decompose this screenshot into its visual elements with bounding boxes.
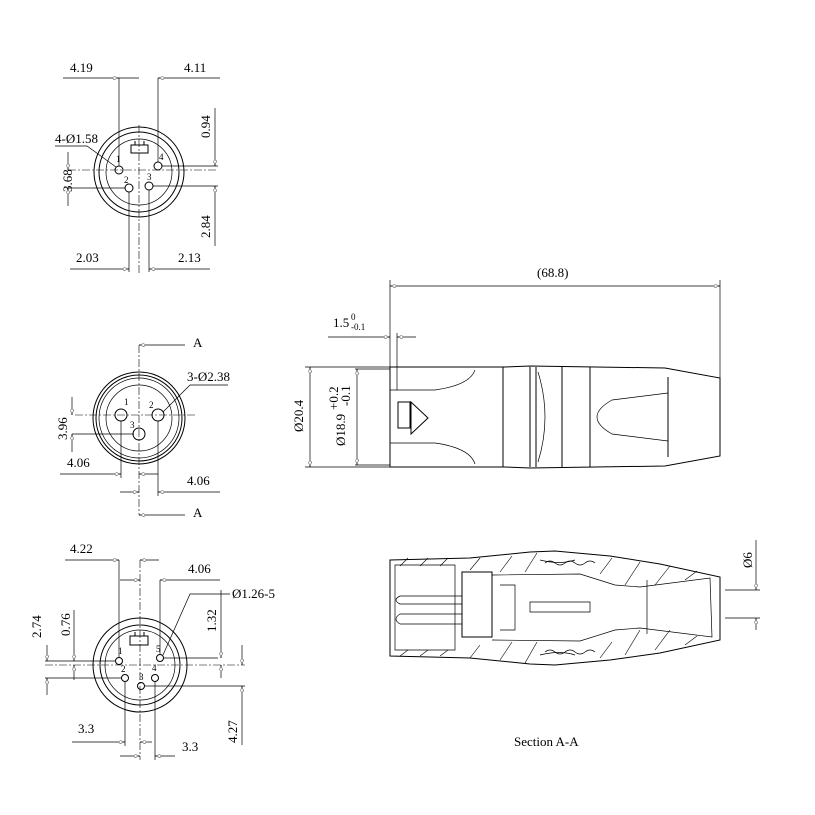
section-view: Ø6 Section A-A xyxy=(389,540,760,749)
pin-hole xyxy=(137,682,145,690)
view-3pin: 1 2 3 A A 3-Ø2.38 3.96 4.06 4.06 xyxy=(55,335,230,520)
dim-label: 4.11 xyxy=(184,60,206,75)
dim-label: 2.84 xyxy=(198,215,213,238)
view-4pin: 1 2 3 4 4.19 4.11 4-Ø1.58 3.68 0.94 2.84 xyxy=(55,60,220,275)
tolerance-lower: -0.1 xyxy=(338,385,353,406)
dim-label: 3.68 xyxy=(60,169,75,192)
pin-label: 1 xyxy=(116,154,121,164)
pin-hole xyxy=(121,674,129,682)
pin-label: 1 xyxy=(118,646,123,656)
section-mark: A xyxy=(193,505,203,520)
pin-label: 4 xyxy=(152,663,157,673)
dim-label: 1.32 xyxy=(204,609,219,632)
inner-diameter-dim: Ø18.9 xyxy=(333,414,348,446)
dim-label: 3.96 xyxy=(55,417,70,440)
key-slot xyxy=(129,635,149,646)
pin-hole xyxy=(144,181,154,191)
dim-label: 1.5 xyxy=(333,315,349,330)
dim-label: 4.06 xyxy=(67,455,90,470)
dim-label: 4.06 xyxy=(187,473,210,488)
tolerance-upper: 0 xyxy=(351,312,356,322)
dim-label: 4.06 xyxy=(188,561,211,576)
hole-callout: 4-Ø1.58 xyxy=(55,131,98,146)
pin-hole xyxy=(156,654,164,662)
dim-label: 0.94 xyxy=(198,115,213,138)
pin-label: 2 xyxy=(149,400,154,410)
tolerance-upper: +0.2 xyxy=(326,386,341,410)
pin-label: 2 xyxy=(121,664,126,674)
pin-label: 1 xyxy=(124,397,129,407)
hole-callout: Ø1.26-5 xyxy=(232,586,275,601)
pin-hole xyxy=(153,161,163,171)
dim-label: 2.13 xyxy=(178,250,201,265)
dim-label: 3.3 xyxy=(182,739,198,754)
pin-label: 2 xyxy=(124,175,129,185)
cable-diameter-dim: Ø6 xyxy=(740,552,755,568)
pin-hole xyxy=(124,183,134,193)
hole-callout: 3-Ø2.38 xyxy=(187,369,230,384)
pin-label: 3 xyxy=(147,172,152,182)
side-view: (68.8) 1.5 0 -0.1 Ø20.4 Ø18.9 +0.2 -0.1 xyxy=(291,265,721,469)
pin-hole xyxy=(151,674,159,682)
dim-label: 4.27 xyxy=(225,720,240,743)
dim-label: 4.19 xyxy=(70,60,93,75)
section-mark: A xyxy=(193,335,203,350)
pin-label: 5 xyxy=(156,644,161,654)
section-caption: Section A-A xyxy=(514,734,579,749)
dim-label: 2.03 xyxy=(76,250,99,265)
dim-label: 2.74 xyxy=(29,615,44,638)
outer-diameter-dim: Ø20.4 xyxy=(291,399,306,432)
tolerance-lower: -0.1 xyxy=(351,322,365,332)
pin-label: 3 xyxy=(139,672,144,682)
view-5pin: 1 2 3 4 5 4.22 4.06 Ø1.26-5 2.74 0.76 1. xyxy=(29,541,275,760)
pin-label: 4 xyxy=(159,152,164,162)
dim-label: 4.22 xyxy=(70,541,93,556)
pin-label: 3 xyxy=(130,420,135,430)
dim-label: 0.76 xyxy=(58,613,73,636)
key-slot xyxy=(130,144,149,154)
dim-label: 3.3 xyxy=(78,721,94,736)
overall-length-dim: (68.8) xyxy=(537,265,568,280)
